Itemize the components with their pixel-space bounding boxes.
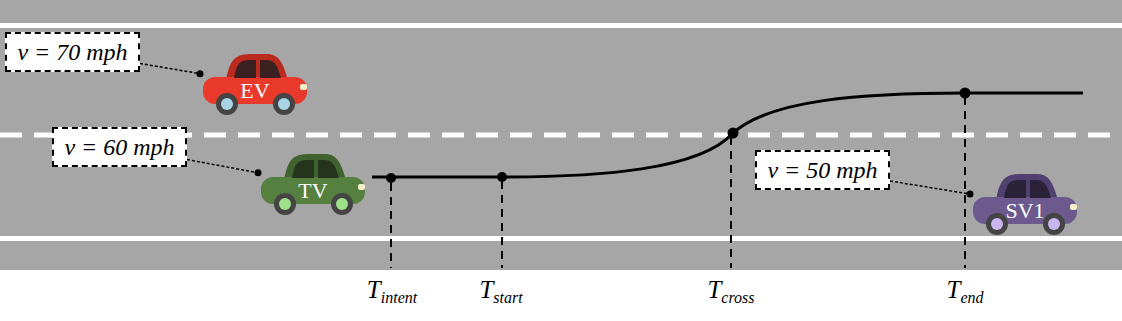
leader-line <box>140 63 204 77</box>
vehicle-name: TV <box>298 180 327 202</box>
speed-box: v = 70 mph <box>5 32 140 72</box>
lane-edge-line <box>0 23 1122 28</box>
time-label: Tintent <box>367 276 417 307</box>
speed-box: v = 60 mph <box>52 127 187 167</box>
time-label: Tstart <box>479 276 522 307</box>
speed-label: v = 60 mph <box>64 134 174 161</box>
road-surface <box>0 0 1122 270</box>
leader-line <box>890 181 974 198</box>
vehicle: SV1 <box>970 170 1080 236</box>
time-label: Tend <box>946 276 983 307</box>
vehicle: EV <box>200 50 310 116</box>
lane-edge-line <box>0 236 1122 241</box>
leader-line <box>187 160 262 177</box>
trajectory <box>372 93 1083 177</box>
vehicle-name: SV1 <box>1005 200 1044 222</box>
speed-label: v = 70 mph <box>17 39 127 66</box>
vehicle: TV <box>258 150 368 216</box>
vehicle-name: EV <box>240 80 269 102</box>
time-label: Tcross <box>707 276 754 307</box>
speed-box: v = 50 mph <box>755 150 890 190</box>
speed-label: v = 50 mph <box>767 157 877 184</box>
time-markers <box>391 97 965 268</box>
